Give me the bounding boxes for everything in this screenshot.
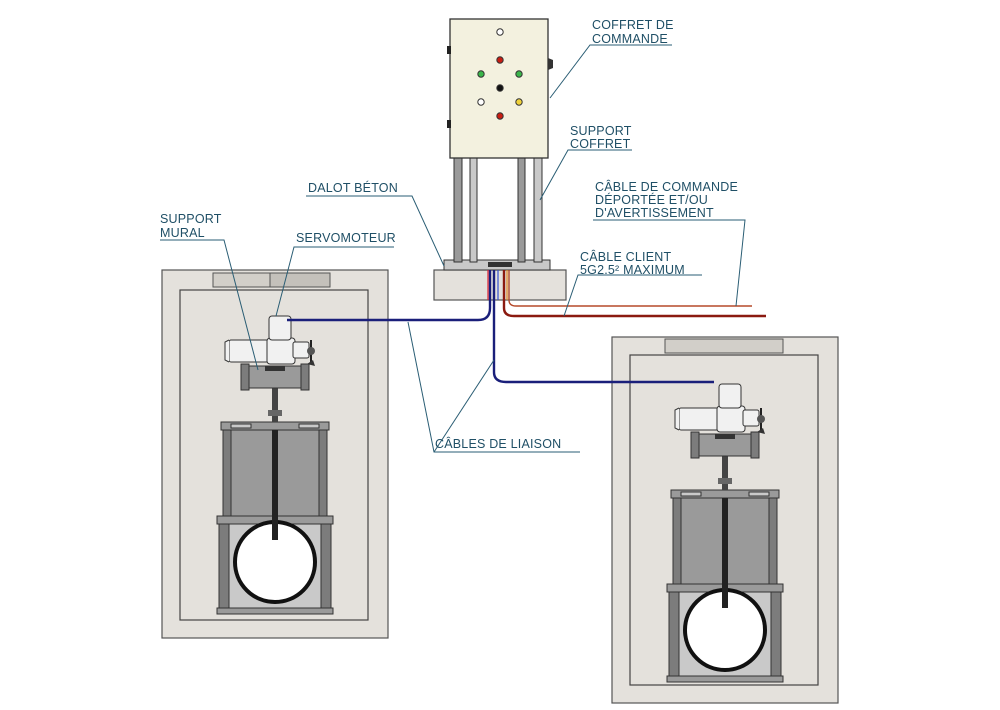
label-dalot-beton: DALOT BÉTON	[308, 180, 398, 195]
liaison-cables	[287, 270, 714, 384]
label-support-coffret: SUPPORT COFFRET	[570, 124, 632, 151]
svg-text:COMMANDE: COMMANDE	[592, 32, 668, 46]
indicator-light	[477, 98, 485, 106]
label-cable-de-commande: CÂBLE DE COMMANDE DÉPORTÉE ET/OU D'AVERT…	[595, 179, 738, 220]
indicator-light	[496, 28, 504, 36]
svg-text:DÉPORTÉE ET/OU: DÉPORTÉE ET/OU	[595, 192, 708, 207]
leader-lines	[160, 44, 746, 453]
client-cable	[502, 270, 766, 318]
svg-text:COFFRET DE: COFFRET DE	[592, 18, 674, 32]
label-support-mural: SUPPORT MURAL	[160, 212, 222, 240]
control-cabinet	[447, 18, 553, 159]
label-cable-client: CÂBLE CLIENT 5G2.5² MAXIMUM	[580, 249, 685, 277]
indicator-light	[496, 84, 504, 92]
cabinet-support	[443, 157, 551, 271]
remote-control-cable	[506, 270, 752, 307]
svg-text:MURAL: MURAL	[160, 226, 205, 240]
svg-text:CÂBLE DE COMMANDE: CÂBLE DE COMMANDE	[595, 179, 738, 194]
svg-text:D'AVERTISSEMENT: D'AVERTISSEMENT	[595, 206, 714, 220]
indicator-light	[515, 98, 523, 106]
concrete-culvert	[433, 269, 567, 301]
indicator-light	[496, 56, 504, 64]
svg-text:5G2.5² MAXIMUM: 5G2.5² MAXIMUM	[580, 263, 685, 277]
indicator-light	[496, 112, 504, 120]
svg-text:SUPPORT: SUPPORT	[570, 124, 632, 138]
label-cables-de-liaison: CÂBLES DE LIAISON	[435, 436, 561, 451]
indicator-light	[515, 70, 523, 78]
label-servomoteur: SERVOMOTEUR	[296, 231, 396, 245]
label-coffret-de-commande: COFFRET DE COMMANDE	[592, 18, 674, 46]
svg-text:COFFRET: COFFRET	[570, 137, 631, 151]
svg-text:CÂBLE CLIENT: CÂBLE CLIENT	[580, 249, 671, 264]
indicator-light	[477, 70, 485, 78]
svg-text:SUPPORT: SUPPORT	[160, 212, 222, 226]
